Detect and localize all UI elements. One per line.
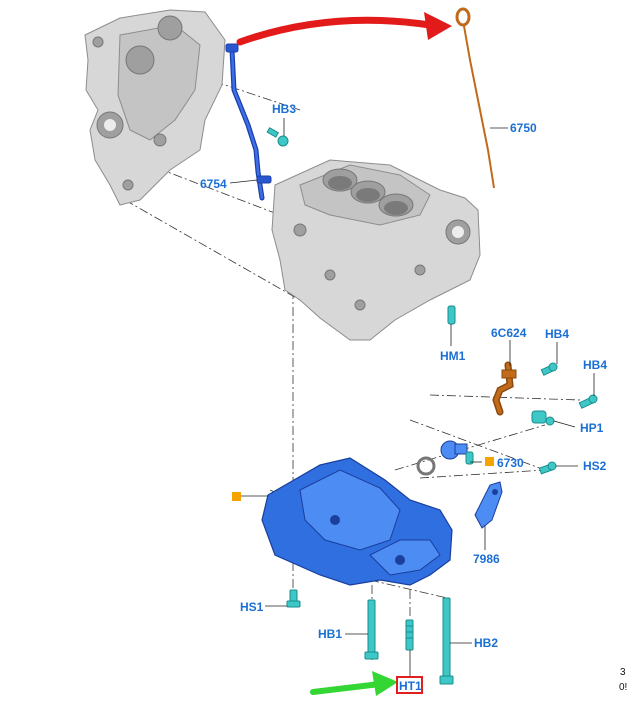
label-hb3[interactable]: HB3	[272, 102, 296, 116]
hp1-plug	[531, 410, 576, 428]
dipstick-tube	[225, 43, 272, 201]
label-6730[interactable]: 6730	[497, 456, 524, 470]
label-7986[interactable]: 7986	[473, 552, 500, 566]
hb4-bolt-top	[540, 342, 558, 376]
side-text-line1: 3	[620, 667, 626, 678]
hb3-bolt	[266, 127, 289, 147]
label-6c624[interactable]: 6C624	[491, 326, 527, 340]
label-hb4-right[interactable]: HB4	[583, 358, 607, 372]
label-hb2[interactable]: HB2	[474, 636, 498, 650]
label-ht1[interactable]: HT1	[399, 679, 422, 693]
label-hb4-top[interactable]: HB4	[545, 327, 569, 341]
red-curved-arrow	[236, 12, 452, 46]
label-6754[interactable]: 6754	[200, 177, 227, 191]
label-hb1[interactable]: HB1	[318, 627, 342, 641]
oil-pickup-tube	[492, 340, 517, 416]
timing-cover	[84, 9, 226, 206]
hb2-bolt	[439, 597, 472, 685]
side-text-line2: 0!	[619, 682, 627, 693]
ht1-stud	[405, 619, 414, 676]
hm1-stud	[447, 305, 456, 346]
label-hs2[interactable]: HS2	[583, 459, 607, 473]
hb1-bolt	[345, 599, 379, 660]
oil-pan	[232, 457, 453, 586]
hs1-bolt	[265, 589, 301, 608]
ht1-highlight-box	[396, 676, 423, 694]
leader-lines	[229, 118, 508, 184]
label-hs1[interactable]: HS1	[240, 600, 264, 614]
label-hp1[interactable]: HP1	[580, 421, 604, 435]
label-6750[interactable]: 6750	[510, 121, 537, 135]
dipstick	[455, 7, 495, 189]
oil-drain-plug-assembly	[416, 440, 494, 476]
label-hm1[interactable]: HM1	[440, 349, 466, 363]
cylinder-block	[271, 159, 481, 341]
bracket-7986	[474, 481, 503, 550]
green-pointer-arrow	[310, 671, 398, 696]
hb4-bolt-right	[578, 373, 598, 409]
hs2-bolt	[538, 461, 578, 475]
